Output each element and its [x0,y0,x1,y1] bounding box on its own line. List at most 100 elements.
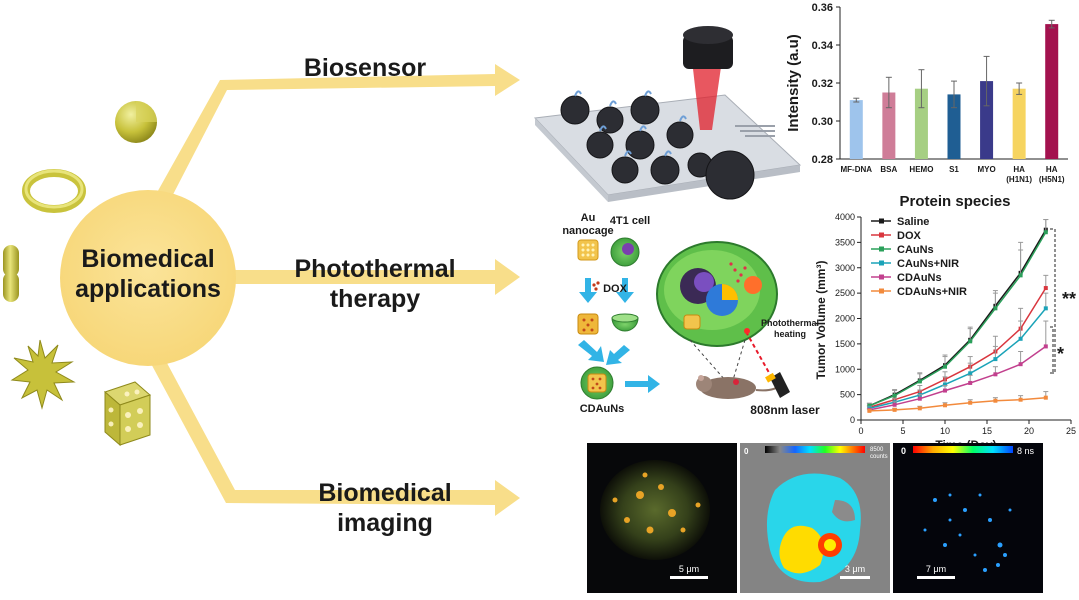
line-y-tick-label: 2500 [835,288,855,298]
line-point [917,379,922,384]
branch-label-photothermal-line2: therapy [329,285,421,313]
line-series [866,391,1049,413]
hub-label-line1: Biomedical [81,245,215,273]
line-point [1043,344,1048,349]
bar-x-axis-label: Protein species [900,193,1011,210]
legend-entry-label: CAuNs+NIR [897,258,959,270]
heating-label-line2: heating [773,329,806,339]
line-point [1018,336,1023,341]
bar-mark [1045,24,1059,159]
panel1-scale-label: 5 μm [679,564,699,574]
bar-category-label: HA(H5N1) [1039,165,1065,184]
bar-category-label: MF-DNA [841,165,873,174]
imaging-panel-intensity-map [740,443,890,593]
arrow-biosensor [150,64,520,210]
dox-loaded-nanocage-icon [577,313,599,335]
bar-y-tick-label: 0.32 [812,78,833,90]
line-point [867,408,872,413]
line-point [892,407,897,412]
au-nanocage-label-line1: Au [580,212,596,224]
line-point [993,306,998,311]
imaging-panel-lifetime-map [893,443,1043,593]
biosensor-schematic [533,26,802,202]
branch-label-photothermal-line1: Photothermal [294,255,456,283]
line-point [1018,397,1023,402]
heating-label-line1: Photothermal [760,318,819,328]
bar-category-label: S1 [949,165,959,174]
line-series-path [869,229,1047,407]
panel3-scale-label: 7 μm [926,564,946,574]
line-series-path [869,396,1046,412]
legend-swatch-marker [879,260,884,266]
legend-swatch-marker [879,218,884,224]
imaging-panel-fluorescence [587,443,737,593]
branch-label-imaging-line1: Biomedical [318,479,452,507]
arrow-imaging [148,350,520,516]
line-point [993,357,998,362]
tumor-cell-icon [656,241,778,347]
bar-category-label: HEMO [909,165,933,174]
line-point [917,406,922,411]
legend-entry-label: Saline [897,216,929,228]
line-point [1043,286,1048,291]
line-series-path [869,231,1047,407]
significance-brackets [1050,228,1056,374]
line-point [892,402,897,407]
line-x-tick-label: 20 [1024,426,1034,436]
branch-label-imaging-line2: imaging [337,509,433,537]
bar-category-label: BSA [880,165,897,174]
hub-circle [60,190,236,366]
line-y-tick-label: 3000 [835,263,855,273]
line-point [993,398,998,403]
significance-double-star: ** [1062,289,1076,309]
line-series-path [869,345,1047,411]
line-y-tick-label: 500 [840,390,855,400]
arrow-photothermal [230,259,520,295]
line-y-tick-label: 1000 [835,364,855,374]
line-x-tick-label: 0 [858,426,863,436]
dox-label: DOX [603,283,627,295]
bar-category-label: HA(H1N1) [1006,165,1032,184]
bar-mark [947,94,961,159]
line-point [1043,306,1048,311]
down-arrow-icon [578,278,660,393]
branch-label-biosensor: Biosensor [303,54,427,82]
nanorod-icon [3,245,19,302]
branch-arrows [148,64,520,516]
line-point [968,371,973,376]
significance-single-star: * [1057,344,1064,364]
line-point [943,382,947,387]
panel2-colorbar-min: 0 [744,447,749,456]
panel2-scale-label: 3 μm [845,564,865,574]
line-point [1043,395,1048,400]
laser-label: 808nm laser [750,403,820,417]
panel2-colorbar-max: 8500 [870,447,884,453]
line-series-path [869,307,1047,410]
zoom-lines [689,339,746,381]
panel3-colorbar-max: 8 ns [1017,446,1035,456]
dox-molecule-icon [592,281,600,291]
line-point [968,380,973,385]
line-point [1043,230,1048,235]
cell-hemisphere-icon [611,313,639,332]
line-series-path [869,287,1047,409]
bar-mark [914,88,928,159]
nanostar-icon [10,339,76,410]
line-x-tick-label: 25 [1066,426,1076,436]
cdauns-icon [580,366,614,400]
line-point [892,393,897,398]
nanosphere-icon [115,101,157,143]
line-point [867,403,872,408]
legend-entry-label: CDAuNs+NIR [897,286,967,298]
hub-label-line2: applications [75,275,221,303]
line-x-tick-label: 5 [900,426,905,436]
bar-y-tick-label: 0.28 [812,154,833,166]
nanoring-icon [22,169,86,213]
bar-y-tick-label: 0.34 [812,40,834,52]
line-x-tick-label: 15 [982,426,992,436]
legend-entry-label: CAuNs [897,244,934,256]
panel3-colorbar-min: 0 [901,446,906,456]
line-point [943,403,947,408]
